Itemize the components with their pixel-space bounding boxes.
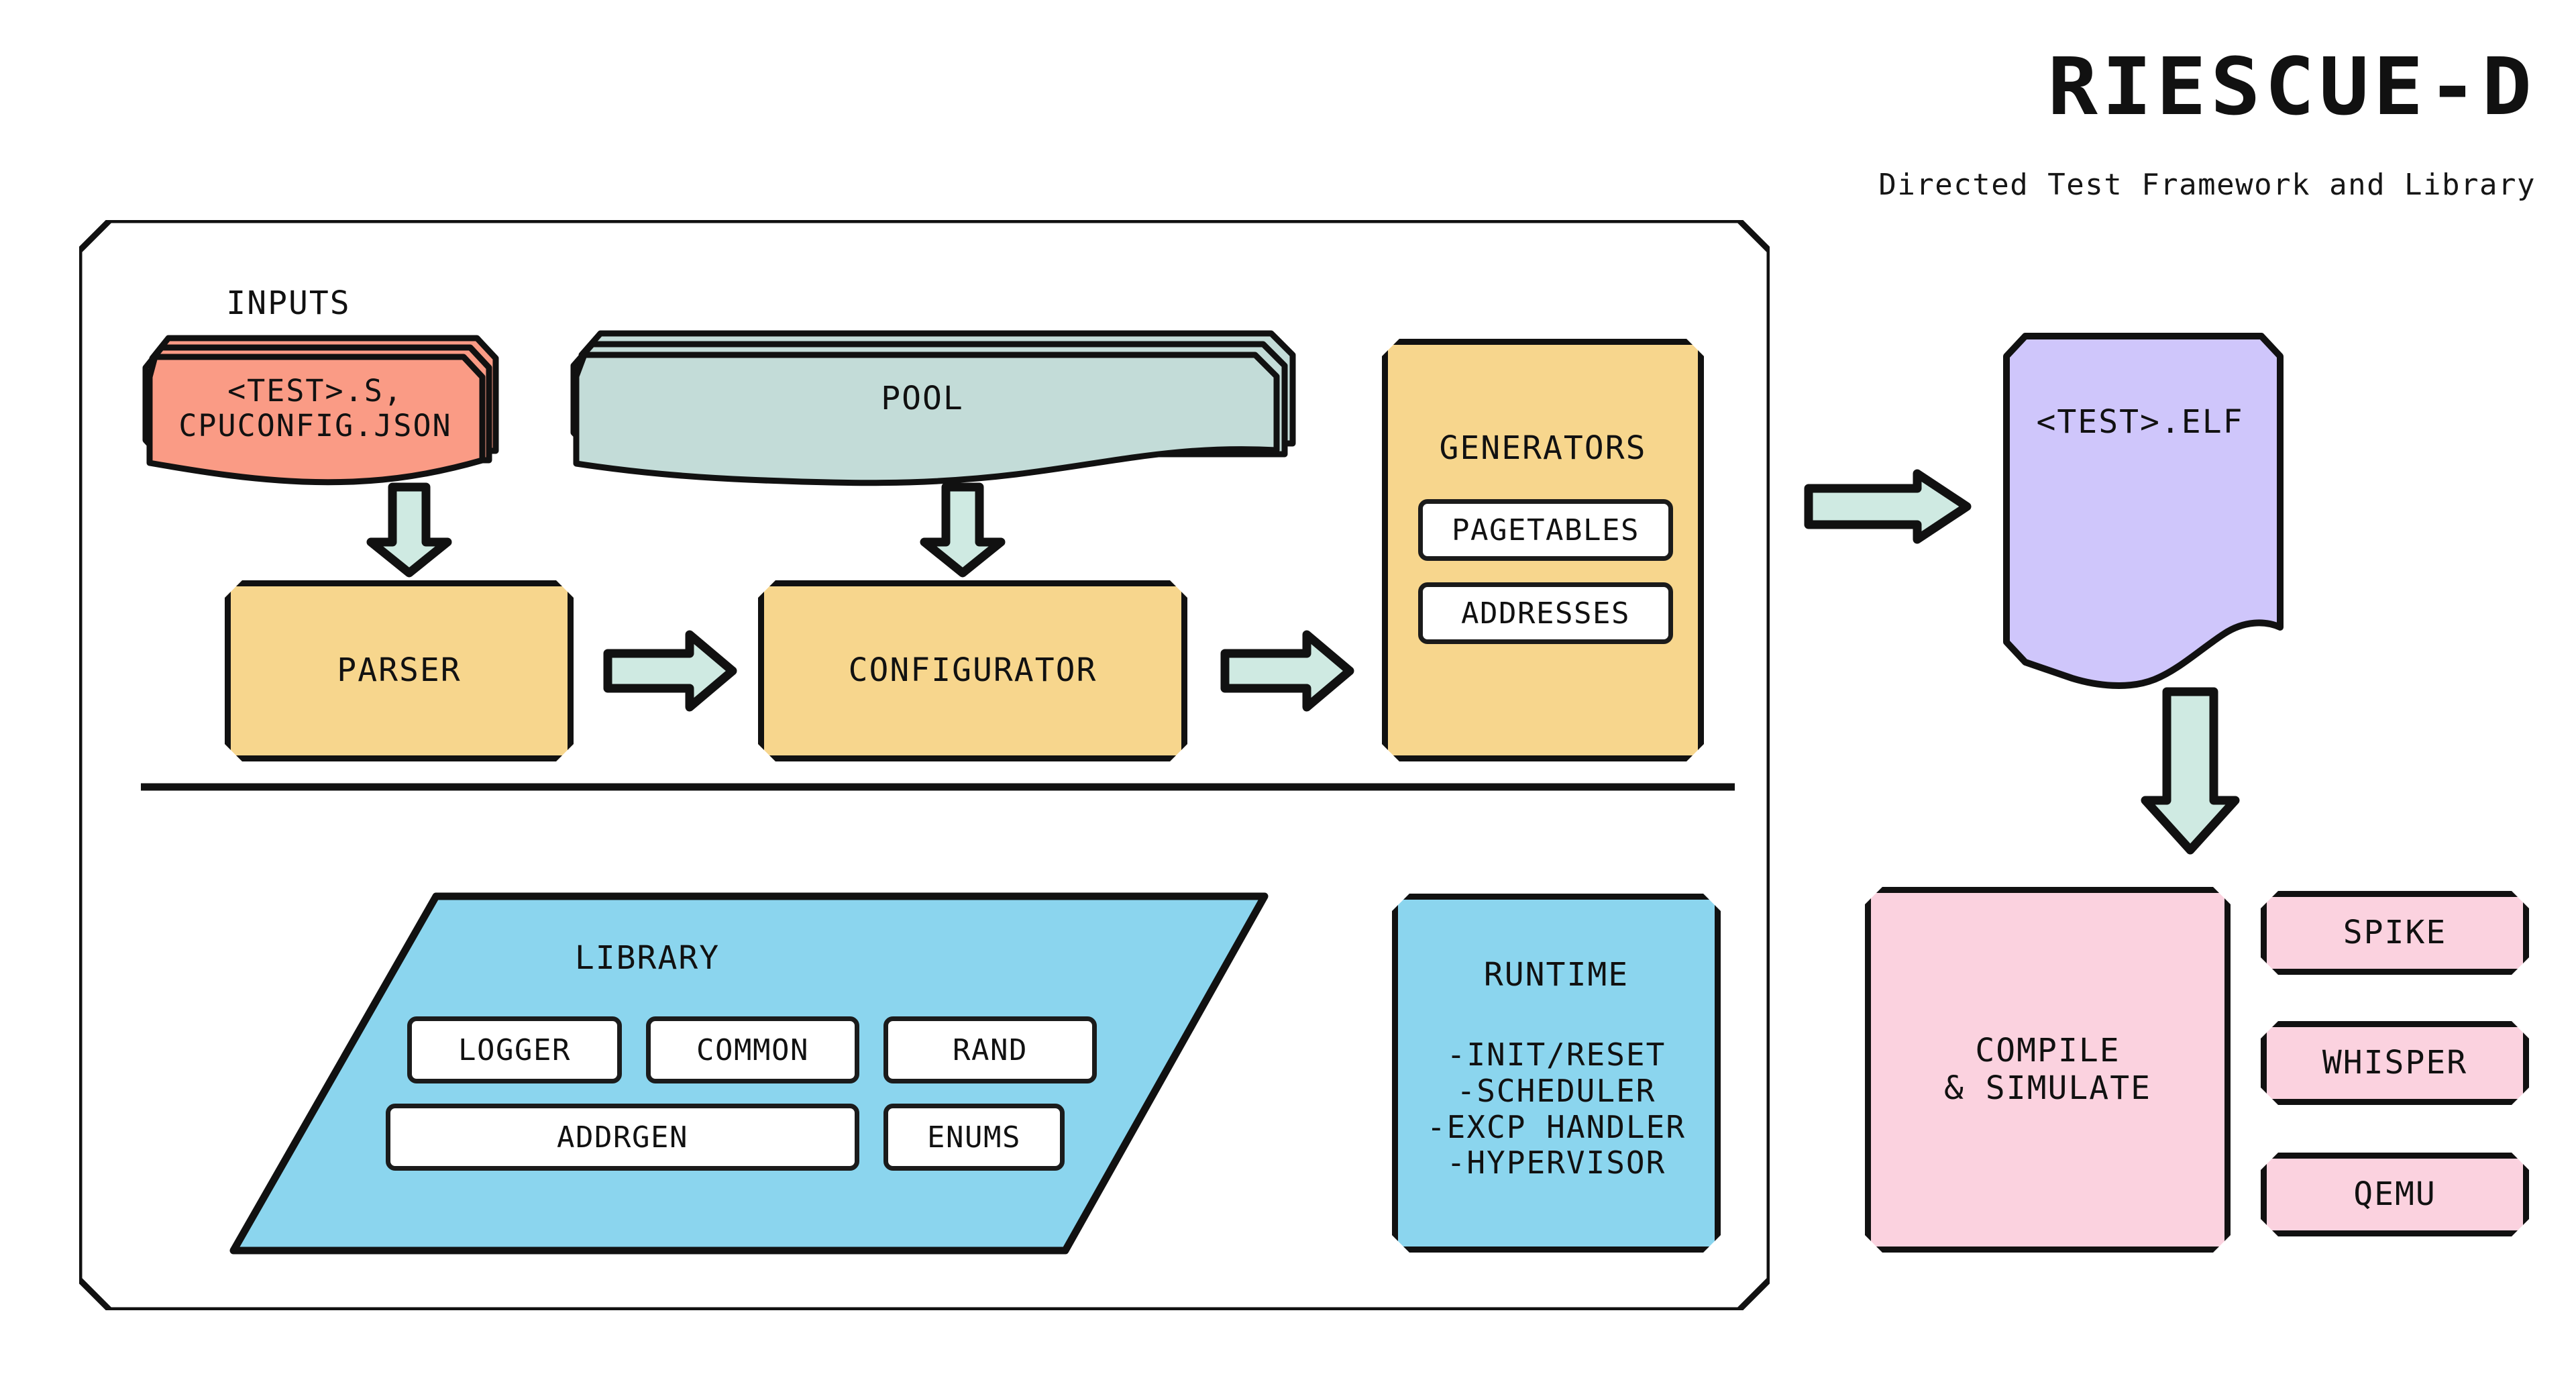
simulator-spike[interactable]: SPIKE [2261, 891, 2529, 975]
generators-block[interactable]: GENERATORS PAGETABLES ADDRESSES [1382, 339, 1704, 761]
arrow-down-pool-to-configurator [919, 482, 1006, 578]
parser-block[interactable]: PARSER [225, 580, 574, 761]
page-tagline: Directed Test Framework and Library [1878, 168, 2536, 202]
generators-item-addresses[interactable]: ADDRESSES [1418, 582, 1673, 644]
library-item-rand[interactable]: RAND [883, 1016, 1097, 1083]
runtime-item-hypervisor: -HYPERVISOR [1446, 1145, 1666, 1181]
library-item-enums[interactable]: ENUMS [883, 1104, 1065, 1171]
arrow-generators-to-elf [1804, 469, 1972, 544]
library-item-addrgen[interactable]: ADDRGEN [386, 1104, 859, 1171]
test-elf-label: <TEST>.ELF [2036, 403, 2244, 441]
inputs-document-label: <TEST>.S, CPUCONFIG.JSON [178, 372, 452, 443]
runtime-item-init-reset: -INIT/RESET [1446, 1037, 1666, 1073]
configurator-block[interactable]: CONFIGURATOR [758, 580, 1187, 761]
arrow-down-elf-to-compile [2140, 687, 2241, 855]
library-block[interactable]: LIBRARY LOGGER COMMON RAND ADDRGEN ENUMS [228, 892, 1275, 1255]
runtime-block[interactable]: RUNTIME -INIT/RESET -SCHEDULER -EXCP HAN… [1392, 894, 1721, 1253]
arrow-down-inputs-to-parser [366, 482, 453, 578]
runtime-item-excp-handler: -EXCP HANDLER [1426, 1108, 1686, 1145]
page-logo: RIESCUE-D [2047, 40, 2536, 133]
pool-document-stack: POOL [570, 325, 1318, 486]
inputs-document-stack: <TEST>.S, CPUCONFIG.JSON [142, 329, 506, 486]
framework-border [79, 220, 1770, 1310]
library-item-logger[interactable]: LOGGER [407, 1016, 622, 1083]
simulator-qemu[interactable]: QEMU [2261, 1153, 2529, 1236]
simulator-whisper[interactable]: WHISPER [2261, 1021, 2529, 1105]
pool-label: POOL [881, 380, 964, 418]
compile-simulate-block[interactable]: COMPILE & SIMULATE [1865, 887, 2231, 1253]
library-title: LIBRARY [574, 939, 720, 977]
library-item-common[interactable]: COMMON [646, 1016, 859, 1083]
generators-item-pagetables[interactable]: PAGETABLES [1418, 499, 1673, 561]
runtime-title: RUNTIME [1483, 956, 1629, 994]
runtime-items: -INIT/RESET -SCHEDULER -EXCP HANDLER -HY… [1398, 1037, 1715, 1181]
framework-container [79, 220, 1770, 1310]
runtime-item-scheduler: -SCHEDULER [1456, 1072, 1656, 1109]
inputs-label: INPUTS [226, 284, 351, 323]
arrow-configurator-to-generators [1220, 630, 1355, 712]
generators-title: GENERATORS [1439, 429, 1647, 468]
test-elf-document[interactable]: <TEST>.ELF [2002, 332, 2284, 689]
arrow-parser-to-configurator [603, 630, 738, 712]
